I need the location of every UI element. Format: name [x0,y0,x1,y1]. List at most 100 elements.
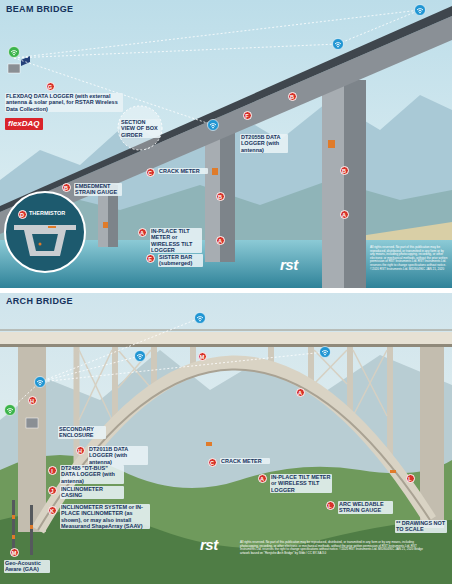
arch-structure [118,350,151,388]
callout-letter: L [408,476,411,482]
annotation-label: CRACK METER [158,168,208,174]
wifi-icons [35,377,46,388]
callout-letter: A [298,390,302,396]
ground-instruments [30,525,33,529]
wireless-links [338,10,420,44]
sensor-boxes [103,222,108,228]
callout-letter: M [200,354,205,360]
callout-number: H [76,446,85,455]
callout-number: D [18,210,27,219]
wifi-icons [5,313,331,416]
callout-number: M [10,548,19,557]
annotation-label: FLEXDAQ DATA LOGGER (with external anten… [5,93,123,112]
section-view [5,192,85,272]
annotation-label: SECONDARY ENCLOSURE [58,426,106,439]
bridge-deck [0,6,452,212]
beam-panel-background [0,0,452,290]
arch-structure [0,344,452,347]
callout-letter: K [50,508,54,514]
callout-letter: A [342,212,346,218]
callout-letter: E [148,256,152,262]
wireless-links [40,318,200,382]
ground-instruments [26,418,38,428]
callout-number: J [48,486,57,495]
wireless-links [10,318,325,410]
beam-panel-background [0,0,452,290]
callout-number: E [146,254,155,263]
annotation-label: INCLINOMETER CASING [60,486,124,499]
callout-number: A [296,388,305,397]
arch-panel-background [0,293,452,584]
annotation-label: SECTION VIEW OF BOX GIRDER [120,119,160,138]
section-view [39,243,42,246]
wifi-icons [333,39,344,50]
callout-number: K [48,506,57,515]
section-view [32,234,58,251]
zoom-circle [118,106,162,150]
callout-letter: D [20,212,24,218]
callout-number: C [146,168,155,177]
annotation-label: Geo-Acoustic Aware (GAA) [4,560,50,573]
callout-letter: C [210,460,214,466]
ground-instruments [12,500,15,555]
wifi-icons [9,47,20,58]
panel-title: BEAM BRIDGE [6,4,73,14]
callout-letter: B [64,185,68,191]
callout-letter: M [12,550,17,556]
sensor-boxes [8,64,20,73]
annotation-label: INCLINOMETER SYSTEM or IN-PLACE INCLINOM… [60,504,150,529]
arch-structure [18,340,46,532]
wireless-links [14,44,338,58]
bridge-piers [344,80,366,288]
callout-number: B [62,183,71,192]
sensor-boxes [212,168,218,175]
ground-instruments [12,418,396,555]
callout-letter: B [218,194,222,200]
arch-structure [314,350,347,384]
logo-box: flexDAQ [5,118,43,130]
arch-structure [0,330,452,532]
callout-number: M [198,352,207,361]
ground-instruments [390,470,396,473]
ground-instruments [12,535,15,539]
callout-number: L [326,501,335,510]
callout-letter: A [260,476,264,482]
wireless-links [14,10,420,58]
arch-structure [0,332,452,344]
callout-letter: F [245,113,248,119]
arch-structure [387,346,393,462]
arch-panel-background [0,455,452,584]
callout-number: A [258,474,267,483]
callout-number: A [216,236,225,245]
annotation-label: CRACK METER [220,458,270,464]
arch-structure [118,350,151,388]
wireless-links [40,352,325,382]
copyright-note: All rights reserved. No part of this pub… [370,246,448,271]
arch-structure [353,350,387,416]
callout-letter: B [290,94,294,100]
section-view [14,225,76,256]
ground-instruments [206,442,212,446]
callout-number: B [216,192,225,201]
annotation-label: SISTER BAR (submerged) [158,254,203,267]
annotation-label: DT2011B DATA LOGGER (with antenna) [88,446,148,465]
wifi-icons [5,405,16,416]
brand-logo: rst [280,256,298,273]
callout-letter: J [50,488,53,494]
callout-letter: H [30,398,34,404]
callout-number: A [138,228,147,237]
scale-note: ** DRAWINGS NOT TO SCALE [395,520,447,533]
callout-letter: I [51,468,53,474]
ground-instruments [12,515,15,519]
callout-letter: A [140,230,144,236]
callout-number: B [288,92,297,101]
callout-number: A [340,210,349,219]
arch-structure [79,350,112,420]
annotation-label: DT2485 "DT-BUS" DATA LOGGER (with antenn… [60,465,124,484]
callout-letter: A [218,238,222,244]
wireless-links [14,58,213,125]
callout-number: G [46,82,55,91]
callout-number: I [48,466,57,475]
callout-letter: C [148,170,152,176]
